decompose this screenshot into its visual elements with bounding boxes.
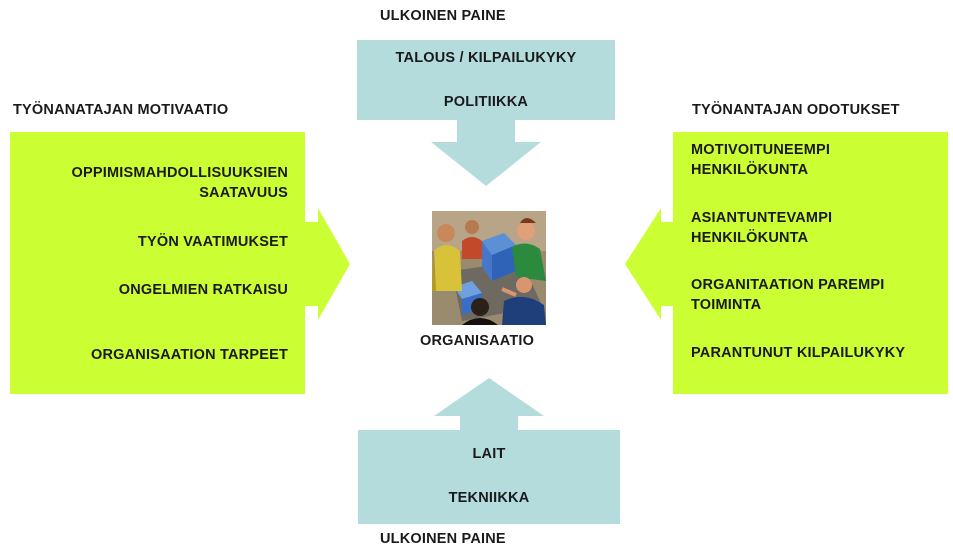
bottom-pressure-label: ULKOINEN PAINE	[380, 531, 506, 547]
bottom-arrow: LAIT TEKNIIKKA	[358, 378, 620, 524]
right-title: TYÖNANTAJAN ODOTUKSET	[692, 102, 900, 118]
left-item-org-needs: ORGANISAATION TARPEET	[91, 347, 288, 363]
top-box-item-politics: POLITIIKKA	[443, 94, 529, 110]
people-meeting-clipart-icon	[432, 211, 546, 325]
left-item-problem-solving: ONGELMIEN RATKAISU	[118, 282, 288, 298]
left-arrow: OPPIMISMAHDOLLISUUKSIEN SAATAVUUS TYÖN V…	[10, 132, 350, 394]
right-item-expert-staff: ASIANTUNTEVAMPI HENKILÖKUNTA	[691, 210, 833, 246]
left-title: TYÖNANATAJAN MOTIVAATIO	[13, 102, 229, 118]
center-label: ORGANISAATIO	[420, 333, 535, 349]
top-arrow-shape	[357, 40, 615, 186]
clipart-drawing	[432, 211, 546, 325]
top-pressure-label: ULKOINEN PAINE	[380, 8, 506, 24]
bottom-box-item-laws: LAIT	[472, 446, 506, 462]
bottom-arrow-shape	[358, 378, 620, 524]
right-item-competitiveness: PARANTUNUT KILPAILUKYKY	[691, 345, 906, 361]
left-item-learning: OPPIMISMAHDOLLISUUKSIEN SAATAVUUS	[71, 165, 288, 201]
right-item-better-operation: ORGANITAATION PAREMPI TOIMINTA	[691, 277, 885, 313]
top-arrow: TALOUS / KILPAILUKYKY POLITIIKKA	[357, 40, 615, 186]
right-item-motivated-staff: MOTIVOITUNEEMPI HENKILÖKUNTA	[691, 142, 831, 178]
left-arrow-shape	[10, 132, 350, 394]
right-arrow: MOTIVOITUNEEMPI HENKILÖKUNTA ASIANTUNTEV…	[625, 132, 948, 394]
left-item-job-requirements: TYÖN VAATIMUKSET	[137, 234, 288, 250]
right-arrow-shape	[625, 132, 948, 394]
bottom-box-item-technology: TEKNIIKKA	[448, 490, 530, 506]
top-box-item-economy: TALOUS / KILPAILUKYKY	[395, 50, 577, 66]
